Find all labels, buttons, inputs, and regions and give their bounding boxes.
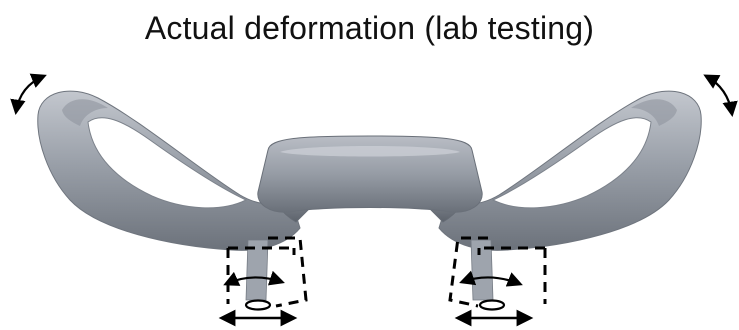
left-loop bbox=[38, 91, 300, 250]
right-loop bbox=[439, 91, 701, 250]
center-bridge bbox=[258, 136, 482, 222]
right-tip-rotation-arrow-icon bbox=[706, 76, 732, 114]
left-foot-pad-icon bbox=[246, 301, 270, 310]
right-foot-pad-icon bbox=[480, 301, 504, 310]
